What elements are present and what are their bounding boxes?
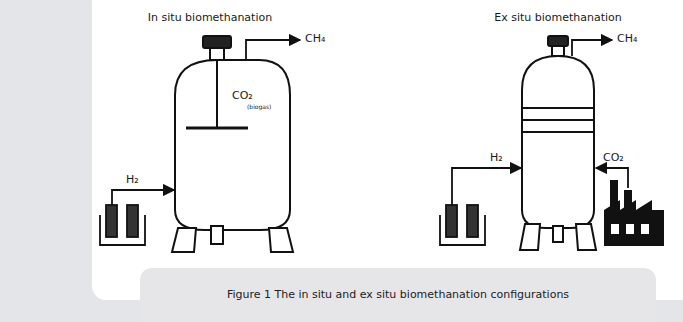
h2-line <box>452 168 521 205</box>
motor <box>203 36 231 48</box>
window <box>626 224 634 234</box>
gas-label: H₂ <box>490 152 503 164</box>
packing-band <box>522 131 594 133</box>
gas-label: CH₄ <box>305 33 325 45</box>
packing-band <box>522 119 594 121</box>
factory <box>604 180 664 246</box>
window <box>611 224 619 234</box>
ch4-outlet <box>246 40 300 60</box>
tank-body <box>175 60 290 230</box>
leg <box>172 228 196 252</box>
cap <box>548 36 568 46</box>
motor-neck <box>210 48 224 60</box>
factory-building <box>604 200 664 246</box>
leg <box>576 224 596 250</box>
drain <box>211 226 223 244</box>
neck <box>552 46 564 56</box>
leg <box>520 224 540 250</box>
electrode <box>467 205 478 237</box>
drain <box>553 226 563 242</box>
panel <box>92 0 683 300</box>
packing-band <box>522 107 594 109</box>
gas-label: H₂ <box>126 174 139 186</box>
gas-label: CO₂ <box>603 152 624 164</box>
section-title: In situ biomethanation <box>148 12 272 24</box>
electrolyser <box>100 205 145 245</box>
window <box>641 224 649 234</box>
section-title: Ex situ biomethanation <box>494 12 622 24</box>
stirrer-shaft <box>216 60 218 128</box>
ex-situ-reactor <box>520 36 596 250</box>
gas-label: CO₂ <box>232 90 253 102</box>
figure-caption: Figure 1 The in situ and ex situ biometh… <box>227 288 569 301</box>
stirrer-paddle <box>186 127 248 130</box>
electrode <box>127 205 138 237</box>
h2-line <box>112 190 174 205</box>
electrode <box>446 205 457 237</box>
in-situ-reactor <box>172 36 293 252</box>
electrode <box>106 205 117 237</box>
leg <box>269 228 293 252</box>
gas-note: (biogas) <box>247 104 271 111</box>
co2-line <box>596 168 628 188</box>
column-body <box>522 56 594 228</box>
gas-label: CH₄ <box>617 33 637 45</box>
caption-box <box>140 268 656 322</box>
ch4-outlet <box>572 40 612 56</box>
electrolyser <box>440 205 485 245</box>
